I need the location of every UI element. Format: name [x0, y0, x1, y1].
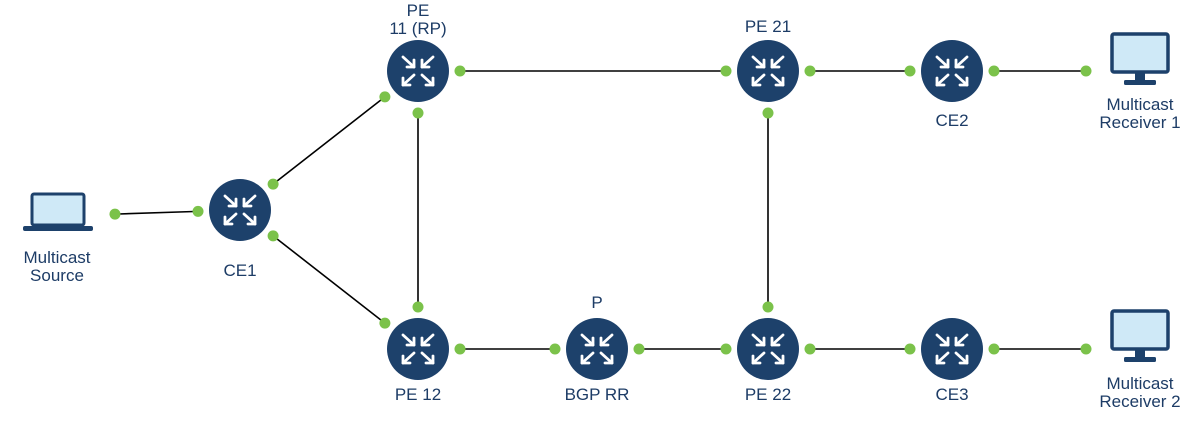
- pe12-label-line1: PE 12: [394, 385, 442, 404]
- receiver2-monitor-icon: [1110, 309, 1170, 362]
- port-pe12: [412, 301, 424, 313]
- port-pe12: [379, 317, 391, 329]
- ce3-router-icon: [921, 318, 983, 380]
- pe21-label-line1: PE 21: [744, 17, 792, 36]
- port-pe22: [762, 301, 774, 313]
- ce1-label: CE1: [223, 262, 256, 280]
- port-pe11: [454, 65, 466, 77]
- receiver2-label: Multicast Receiver 2: [1099, 375, 1180, 411]
- link-source-ce1: [114, 210, 199, 215]
- link-ce1-pe12: [272, 235, 386, 324]
- port-pe11: [379, 91, 391, 103]
- ce2-router-icon: [921, 40, 983, 102]
- port-receiver1: [1080, 65, 1092, 77]
- p-label-bottom: BGP RR: [565, 386, 630, 404]
- source-label: Multicast Source: [23, 249, 90, 285]
- port-ce1: [267, 230, 279, 242]
- receiver2-label-line2: Receiver 2: [1099, 392, 1181, 411]
- source-laptop-icon: [23, 192, 93, 231]
- port-p: [549, 343, 561, 355]
- ce2-label-line1: CE2: [935, 111, 969, 130]
- links-layer: [114, 70, 1086, 350]
- ce1-router-icon: [209, 179, 271, 241]
- source-label-line1: Multicast: [23, 248, 91, 267]
- port-ce1: [267, 178, 279, 190]
- port-pe22: [804, 343, 816, 355]
- receiver1-label: Multicast Receiver 1: [1099, 96, 1180, 132]
- p-label-line2: BGP RR: [564, 385, 630, 404]
- p-label-top: P: [591, 294, 602, 312]
- port-pe21: [804, 65, 816, 77]
- ce3-label-line1: CE3: [935, 385, 969, 404]
- port-pe22: [720, 343, 732, 355]
- link-ce1-pe11: [272, 96, 386, 185]
- port-pe11: [412, 107, 424, 119]
- port-p: [633, 343, 645, 355]
- pe22-label-line1: PE 22: [744, 385, 792, 404]
- ce3-label: CE3: [935, 386, 968, 404]
- port-ce3: [904, 343, 916, 355]
- ports-layer: [109, 65, 1092, 355]
- pe11-label: PE 11 (RP): [389, 2, 446, 38]
- pe11-label-line2: 11 (RP): [389, 19, 447, 38]
- pe22-router-icon: [737, 318, 799, 380]
- pe12-label: PE 12: [395, 386, 441, 404]
- pe21-router-icon: [737, 40, 799, 102]
- port-ce2: [988, 65, 1000, 77]
- pe21-label: PE 21: [745, 18, 791, 36]
- receiver1-label-line2: Receiver 1: [1099, 113, 1181, 132]
- nodes-layer: [23, 32, 1170, 380]
- ce1-label-line1: CE1: [223, 261, 257, 280]
- port-pe12: [454, 343, 466, 355]
- port-pe21: [762, 107, 774, 119]
- pe12-router-icon: [387, 318, 449, 380]
- port-ce1: [192, 205, 204, 217]
- port-ce2: [904, 65, 916, 77]
- pe11-label-line1: PE: [406, 1, 430, 20]
- receiver1-monitor-icon: [1110, 32, 1170, 85]
- p-router-icon: [566, 318, 628, 380]
- p-label-line1: P: [591, 293, 603, 312]
- port-source: [109, 208, 121, 220]
- pe11-router-icon: [387, 40, 449, 102]
- source-label-line2: Source: [30, 266, 84, 285]
- port-receiver2: [1080, 343, 1092, 355]
- port-pe21: [720, 65, 732, 77]
- receiver2-label-line1: Multicast: [1106, 374, 1174, 393]
- ce2-label: CE2: [935, 112, 968, 130]
- receiver1-label-line1: Multicast: [1106, 95, 1174, 114]
- port-ce3: [988, 343, 1000, 355]
- pe22-label: PE 22: [745, 386, 791, 404]
